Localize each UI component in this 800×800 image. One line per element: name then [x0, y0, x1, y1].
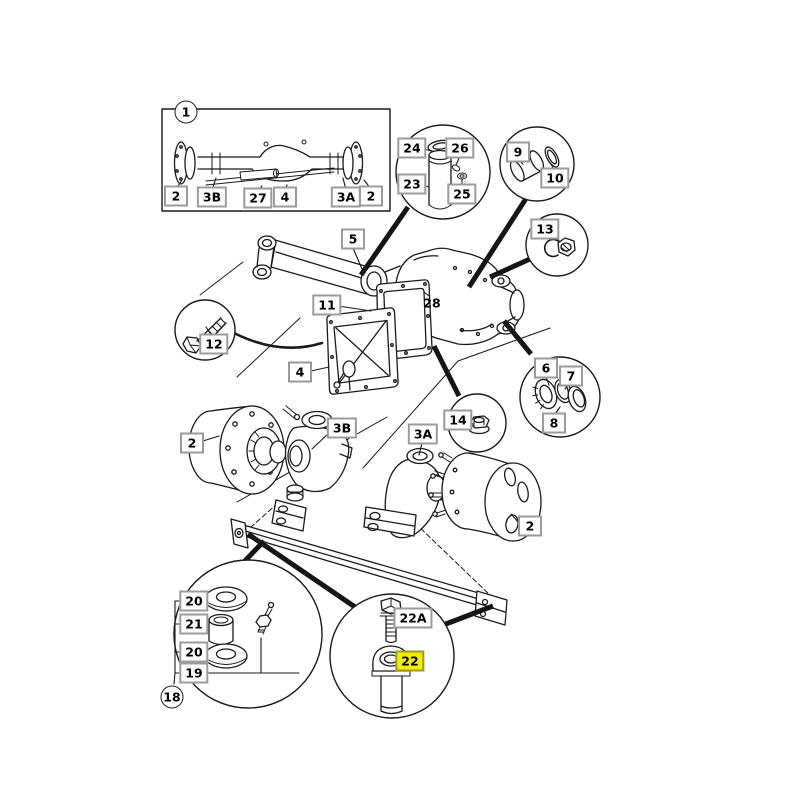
- part-label-2-right-hub[interactable]: 2: [518, 515, 542, 537]
- part-label-20-bottom[interactable]: 20: [179, 641, 209, 663]
- part-label-3B[interactable]: 3B: [326, 417, 358, 439]
- part-label-4[interactable]: 4: [288, 361, 312, 383]
- part-label-26[interactable]: 26: [445, 137, 475, 159]
- part-label-19[interactable]: 19: [179, 662, 209, 684]
- part-label-18[interactable]: 18: [160, 685, 184, 709]
- part-label-13[interactable]: 13: [530, 218, 560, 240]
- part-label-4-inset[interactable]: 4: [273, 186, 297, 208]
- part-label-12[interactable]: 12: [199, 333, 229, 355]
- part-label-2-inset-left[interactable]: 2: [164, 185, 188, 207]
- nut-detail-circle-14: [447, 393, 507, 453]
- part-label-5[interactable]: 5: [341, 228, 365, 250]
- part-label-28[interactable]: 28: [423, 295, 441, 311]
- left-knuckle-drawing: [271, 410, 353, 532]
- part-label-10[interactable]: 10: [540, 167, 570, 189]
- part-label-3A[interactable]: 3A: [407, 423, 439, 445]
- bolt-12-curved-leader: [232, 331, 324, 349]
- part-label-24[interactable]: 24: [397, 137, 427, 159]
- part-label-2-left-hub[interactable]: 2: [180, 432, 204, 454]
- part-label-9[interactable]: 9: [506, 141, 530, 163]
- thick-leader-lines: [239, 195, 533, 630]
- part-label-22A[interactable]: 22A: [393, 607, 433, 629]
- part-label-27[interactable]: 27: [243, 187, 273, 209]
- part-label-11[interactable]: 11: [312, 294, 342, 316]
- diff-cover-drawing: [326, 307, 399, 395]
- part-label-22[interactable]: 22: [395, 650, 425, 672]
- grease-nipple-part: [255, 601, 275, 635]
- part-label-1[interactable]: 1: [174, 100, 198, 124]
- part-label-2-inset-right[interactable]: 2: [359, 185, 383, 207]
- part-label-21[interactable]: 21: [179, 613, 209, 635]
- part-label-25[interactable]: 25: [447, 183, 477, 205]
- part-label-20-top[interactable]: 20: [179, 590, 209, 612]
- part-label-23[interactable]: 23: [397, 173, 427, 195]
- part-label-3B-inset[interactable]: 3B: [196, 186, 228, 208]
- left-hub-drawing: [188, 405, 301, 495]
- part-label-6[interactable]: 6: [534, 357, 558, 379]
- part-label-7[interactable]: 7: [559, 365, 583, 387]
- part-label-14[interactable]: 14: [443, 409, 473, 431]
- part-label-3A-inset[interactable]: 3A: [330, 186, 362, 208]
- support-arm-drawing: [252, 235, 402, 298]
- bush-kit-detail-circle-18: [173, 559, 323, 709]
- part-label-8[interactable]: 8: [542, 412, 566, 434]
